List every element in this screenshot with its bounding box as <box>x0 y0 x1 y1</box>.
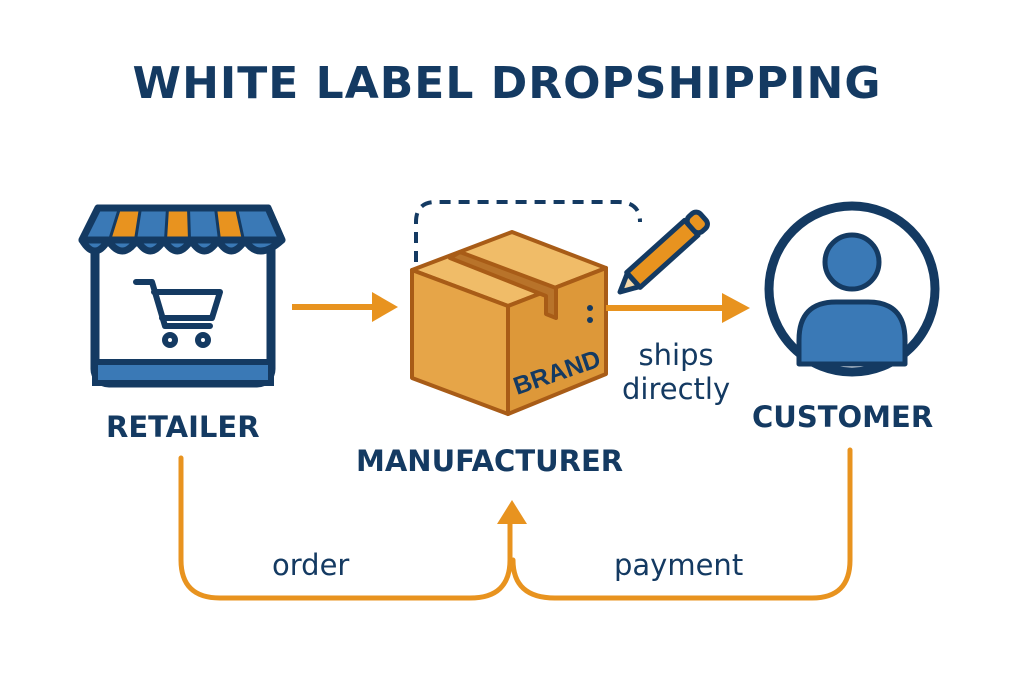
manufacturer-to-customer-arrow <box>606 293 750 323</box>
retailer-to-manufacturer-arrow <box>292 292 398 322</box>
retailer-label: RETAILER <box>106 410 260 444</box>
ships-line-1: ships <box>638 338 714 372</box>
order-label: order <box>272 548 350 582</box>
page-title: WHITE LABEL DROPSHIPPING <box>132 58 882 109</box>
manufacturer-label: MANUFACTURER <box>356 444 624 478</box>
box-icon <box>410 230 608 416</box>
manufacturer-up-arrowhead <box>497 500 527 524</box>
pencil-icon <box>617 209 710 295</box>
customer-icon <box>764 201 940 377</box>
payment-label: payment <box>614 548 744 582</box>
store-icon <box>78 204 286 388</box>
ships-directly-label: ships directly <box>622 338 730 406</box>
customer-label: CUSTOMER <box>752 400 934 434</box>
ships-line-2: directly <box>622 372 731 406</box>
box-tape-dots <box>587 305 593 323</box>
cart-icon <box>133 279 223 348</box>
order-payment-flow <box>178 447 853 601</box>
dashed-bracket <box>414 200 642 262</box>
